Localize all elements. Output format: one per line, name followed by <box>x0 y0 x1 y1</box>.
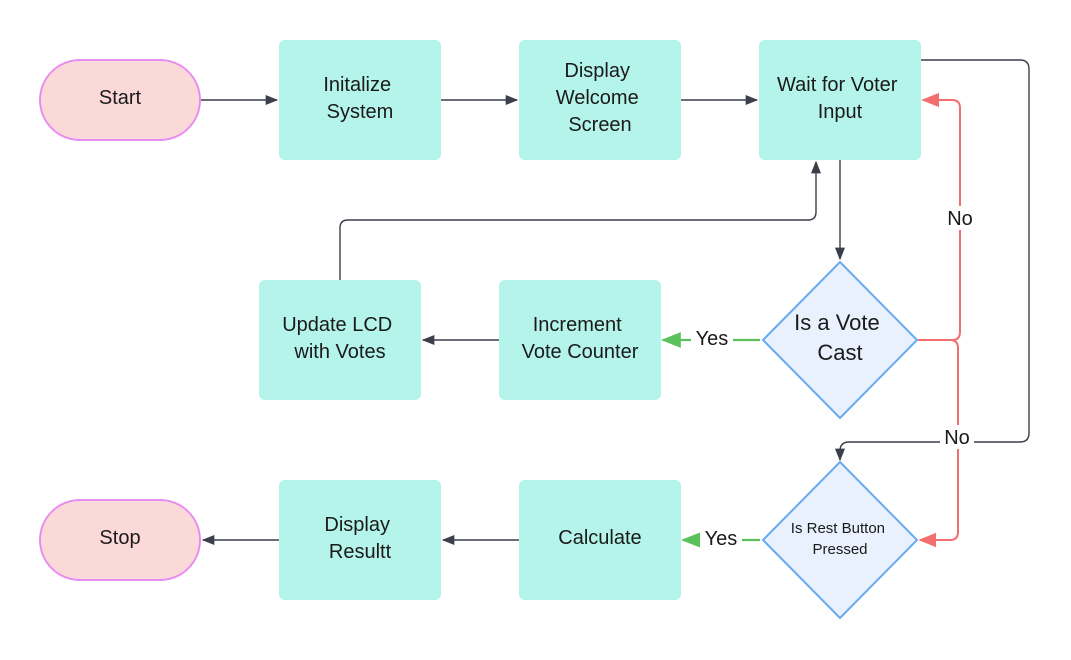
label-bg-vote-yes <box>691 327 733 351</box>
node-update-lcd: Update LCD with Votes <box>259 280 421 400</box>
node-wait-line-2: Input <box>818 101 863 123</box>
node-welcome-line-2: Welcome <box>556 87 639 109</box>
edge-label-reset-yes: Yes <box>705 528 738 550</box>
node-display-result-line-2: Resultt <box>329 541 392 563</box>
node-increment-vote-counter: Increment Vote Counter <box>499 280 661 400</box>
node-vote-cast-line-1: Is a Vote <box>794 310 880 335</box>
label-bg-vote-no <box>943 206 977 230</box>
svg-text:Initalize System: Initalize System <box>323 74 396 123</box>
node-increment-line-1: Increment <box>533 314 622 336</box>
node-wait-voter-input: Wait for Voter Input <box>759 40 921 160</box>
node-update-lcd-line-1: Update LCD <box>282 314 392 336</box>
svg-text:Display Welcome Sc: Display Welcome Screen <box>556 60 645 136</box>
node-reset-line-2: Pressed <box>812 541 867 558</box>
node-stop-label: Stop <box>99 527 140 549</box>
node-start: Start <box>39 59 201 141</box>
node-stop: Stop <box>39 499 201 581</box>
svg-text:Is a Vote Cast: Is a Vote Cast <box>794 310 886 365</box>
node-decision-reset-pressed: Is Rest Button Pressed <box>762 461 918 619</box>
node-display-result: Display Resultt <box>279 480 441 600</box>
node-welcome-line-1: Display <box>564 60 630 82</box>
edge-label-vote-no: No <box>947 208 973 230</box>
edge-update-lcd-to-wait <box>339 160 822 280</box>
node-initialize-system: Initalize System <box>279 40 441 160</box>
node-display-result-line-1: Display <box>324 514 390 536</box>
node-decision-vote-cast: Is a Vote Cast <box>762 261 918 419</box>
label-bg-reset-yes <box>700 527 742 551</box>
svg-text:Wait for Voter Input: Wait for Voter Input <box>777 74 903 123</box>
svg-text:Is Rest Button Pressed: Is Rest Button Pressed <box>791 520 889 558</box>
edge-label-reset-no: No <box>944 427 970 449</box>
node-increment-line-2: Vote Counter <box>522 341 639 363</box>
node-welcome-line-3: Screen <box>568 114 631 136</box>
node-start-label: Start <box>99 87 142 109</box>
node-reset-line-1: Is Rest Button <box>791 520 885 537</box>
label-bg-reset-no <box>940 425 974 449</box>
edge-wait-to-reset-pressed <box>834 59 1030 462</box>
node-display-welcome: Display Welcome Screen <box>519 40 681 160</box>
node-vote-cast-line-2: Cast <box>817 340 862 365</box>
node-initialize-line-2: System <box>327 101 394 123</box>
node-wait-line-1: Wait for Voter <box>777 74 898 96</box>
svg-text:Update LCD with Votes: Update LCD with Votes <box>282 314 398 363</box>
node-calculate: Calculate <box>519 480 681 600</box>
svg-text:Increment Vote Counter: Increment Vote Counter <box>522 314 639 363</box>
node-initialize-line-1: Initalize <box>323 74 391 96</box>
node-calculate-label: Calculate <box>558 527 641 549</box>
svg-text:Display Resultt: Display Resultt <box>324 514 395 563</box>
edge-label-vote-yes: Yes <box>696 328 729 350</box>
node-update-lcd-line-2: with Votes <box>293 341 385 363</box>
